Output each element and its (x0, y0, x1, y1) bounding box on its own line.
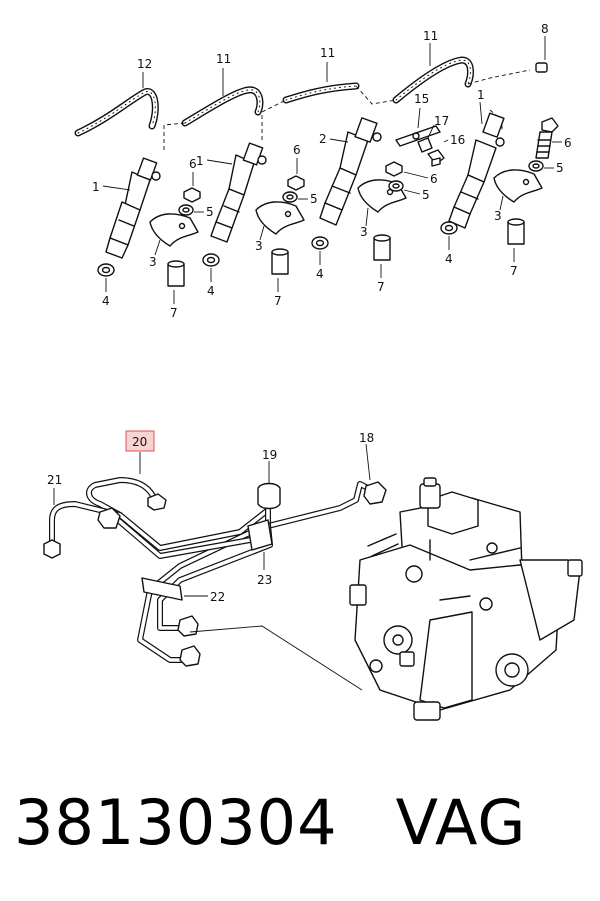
callout-1c: 1 (477, 88, 485, 102)
clamp-3d (493, 169, 543, 203)
sleeve-7c (373, 234, 391, 261)
callout-7d: 7 (510, 264, 518, 278)
callout-7c: 7 (377, 280, 385, 294)
clip-17 (417, 137, 433, 153)
pipe-clamp-19 (257, 482, 281, 510)
pipe-nut-top (147, 493, 167, 511)
sleeve-7b (271, 248, 289, 275)
pipe-nut-18 (363, 481, 387, 505)
callout-18: 18 (359, 431, 374, 445)
seal-4c (311, 236, 329, 250)
injection-pump (349, 477, 583, 721)
injector-2 (319, 117, 382, 226)
callout-5a: 5 (206, 205, 214, 219)
callout-4b: 4 (207, 284, 215, 298)
washer-5d (528, 160, 544, 172)
leak-off-hose-11c (392, 56, 474, 104)
callout-11a: 11 (216, 52, 231, 66)
washer-5a (178, 204, 194, 216)
callout-5c: 5 (422, 188, 430, 202)
seal-4a (97, 263, 115, 277)
callout-6b: 6 (293, 143, 301, 157)
callout-2: 2 (319, 132, 327, 146)
washer-5c (388, 180, 404, 192)
callout-6c: 6 (430, 172, 438, 186)
callout-20: 20 (132, 435, 147, 449)
callout-5b: 5 (310, 192, 318, 206)
callout-4c: 4 (316, 267, 324, 281)
callout-21: 21 (47, 473, 62, 487)
callout-3c: 3 (360, 225, 368, 239)
pipe-nut-mid-2 (179, 645, 201, 667)
callout-3d: 3 (494, 209, 502, 223)
pipe-nut-21 (43, 539, 61, 559)
callout-5d: 5 (556, 161, 564, 175)
callout-16: 16 (450, 133, 465, 147)
callout-1b: 1 (196, 154, 204, 168)
sleeve-7a (167, 260, 185, 287)
seal-4d (440, 221, 458, 235)
callout-1a: 1 (92, 180, 100, 194)
bolt-16 (427, 149, 445, 167)
bracket-15 (395, 125, 441, 147)
callout-11b: 11 (320, 46, 335, 60)
washer-5b (282, 191, 298, 203)
nut-6b (287, 175, 305, 191)
exploded-parts-diagram: 12 11 11 11 8 (43, 22, 583, 721)
callout-4a: 4 (102, 294, 110, 308)
sleeve-7d (507, 218, 525, 245)
callout-20-highlight: 20 (125, 430, 155, 452)
callout-7a: 7 (170, 306, 178, 320)
cap-8 (535, 62, 548, 73)
clamp-3b (255, 201, 305, 235)
callout-17: 17 (434, 114, 449, 128)
callout-3a: 3 (149, 255, 157, 269)
callout-19: 19 (262, 448, 277, 462)
callout-4d: 4 (445, 252, 453, 266)
callout-6d: 6 (564, 136, 572, 150)
callout-15: 15 (414, 92, 429, 106)
callout-7b: 7 (274, 294, 282, 308)
callout-6a: 6 (189, 157, 197, 171)
product-caption: 38130304 VAG (14, 786, 594, 866)
callout-3b: 3 (255, 239, 263, 253)
callout-23: 23 (257, 573, 272, 587)
nut-6a (183, 187, 201, 203)
clamp-3a (149, 213, 199, 247)
seal-4b (202, 253, 220, 267)
callout-8: 8 (541, 22, 549, 36)
leak-off-hose-12 (74, 88, 159, 137)
injector-1a (105, 157, 161, 259)
part-number: 38130304 (14, 786, 338, 859)
brand-name: VAG (395, 786, 527, 859)
callout-22: 22 (210, 590, 225, 604)
injector-1b (210, 142, 267, 243)
nut-6c (385, 161, 403, 177)
pipe-nut-mid-1 (177, 615, 199, 637)
pipe-clamp-22 (141, 577, 183, 601)
callout-12: 12 (137, 57, 152, 71)
pipe-nut-front (97, 507, 121, 529)
injector-1c (448, 112, 505, 229)
leak-off-hose-11b (282, 82, 360, 104)
leak-off-hose-11a (181, 86, 264, 127)
bolt-6d (535, 117, 559, 159)
injector-pipes (49, 477, 375, 663)
callout-11c: 11 (423, 29, 438, 43)
pipe-clamp-23 (247, 519, 273, 551)
